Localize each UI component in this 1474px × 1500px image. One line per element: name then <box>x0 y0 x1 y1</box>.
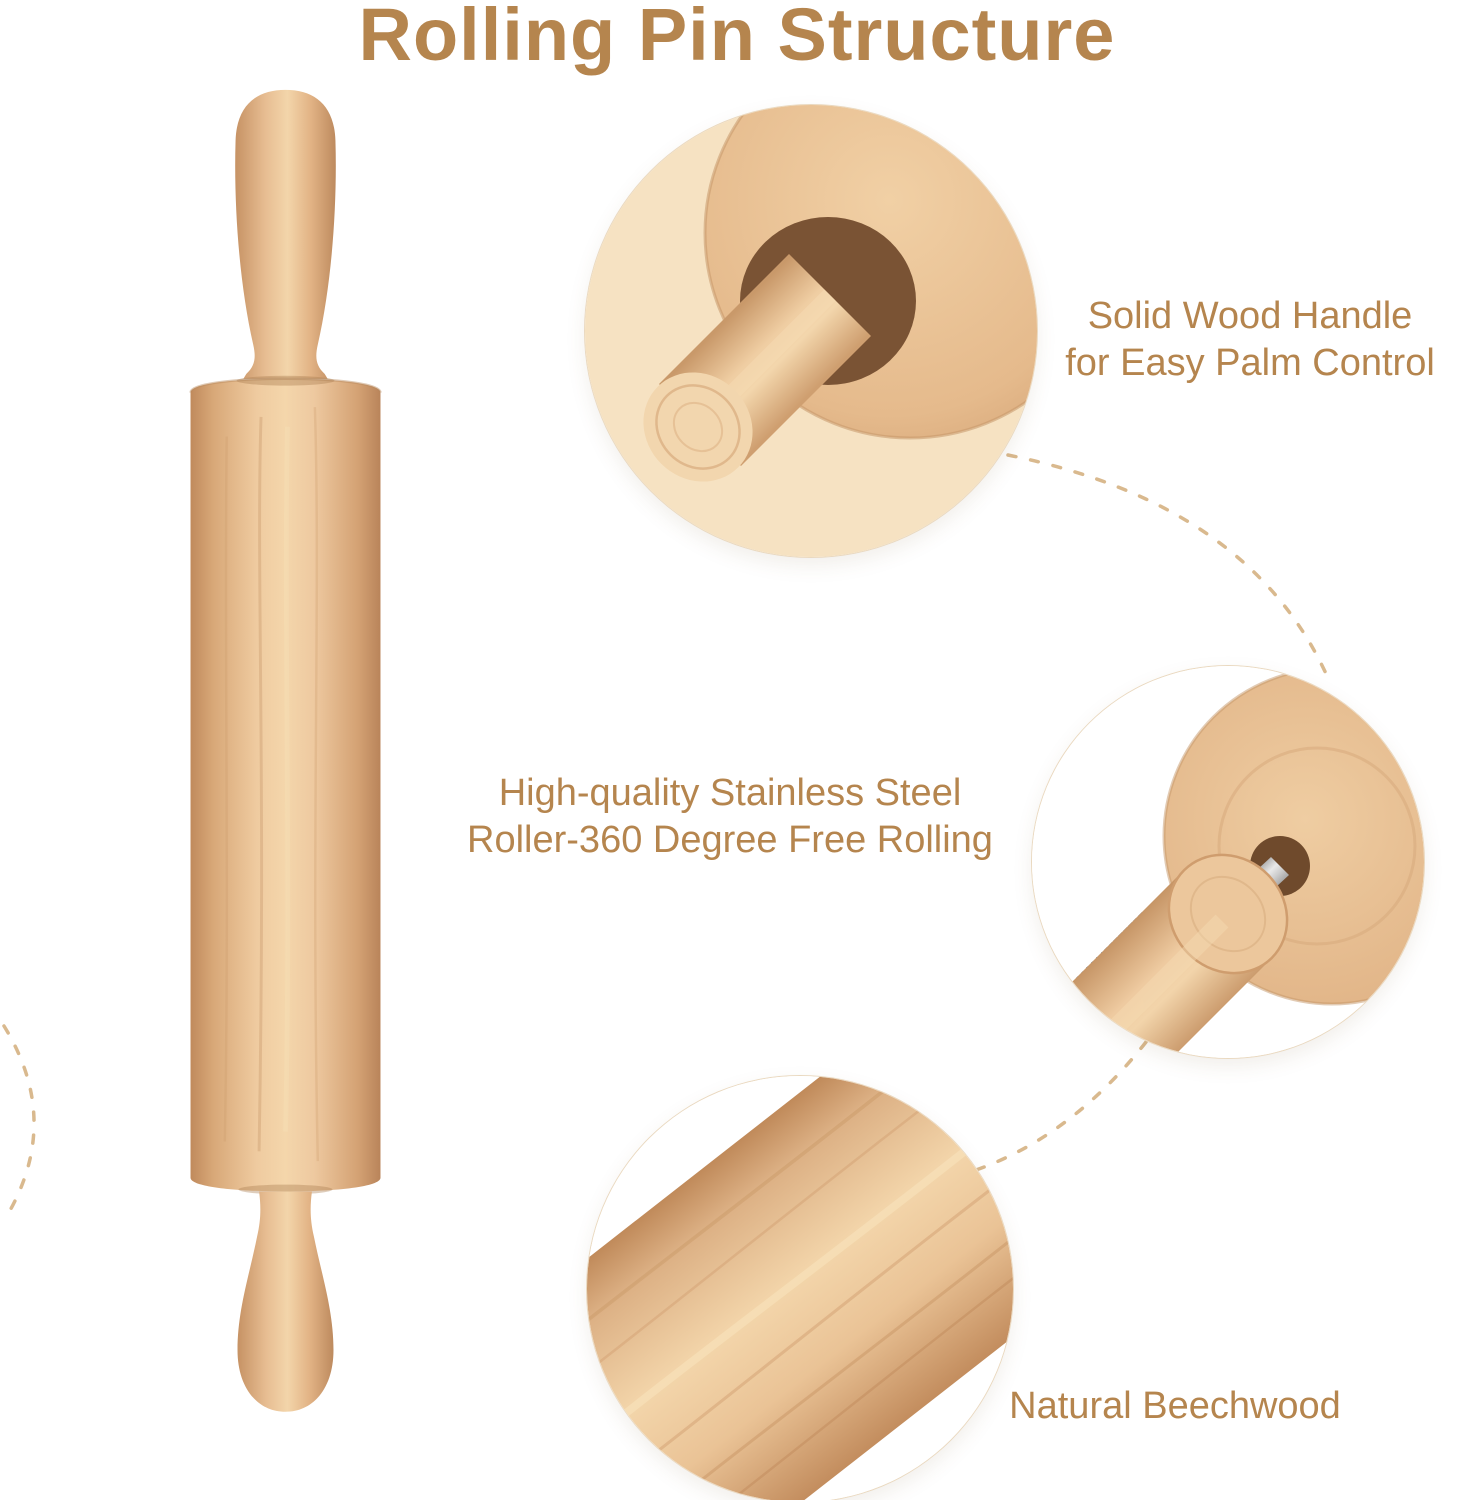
connector-arc-middle <box>974 1040 1148 1172</box>
pin-wood-grain <box>223 407 320 1162</box>
wood-label: Natural Beechwood <box>975 1383 1375 1430</box>
wood-label-line1: Natural Beechwood <box>1009 1385 1341 1427</box>
connector-arc-corner <box>2 1024 36 1216</box>
roller-label-line2: Roller-360 Degree Free Rolling <box>467 819 993 862</box>
callout-wood-detail <box>587 1076 1013 1500</box>
pin-top-handle <box>235 89 336 379</box>
handle-label-line1: Solid Wood Handle <box>1087 295 1413 337</box>
roller-label-line1: High-quality Stainless Steel <box>498 772 962 814</box>
handle-label: Solid Wood Handle for Easy Palm Control <box>1030 293 1470 387</box>
pin-bottom-handle <box>237 1191 334 1412</box>
connector-arc-top <box>1006 453 1333 687</box>
pin-top-joint-shadow <box>236 375 335 386</box>
page-title: Rolling Pin Structure <box>358 0 1116 76</box>
handle-label-line2: for Easy Palm Control <box>1065 342 1435 385</box>
shaft-end-face <box>1167 853 1289 975</box>
callout-roller-detail <box>1032 666 1424 1058</box>
rolling-pin-illustration <box>189 89 382 1412</box>
roller-label: High-quality Stainless Steel Roller-360 … <box>430 770 1030 864</box>
pin-barrel-top-rim <box>189 377 382 393</box>
callout-handle-detail <box>585 105 1037 557</box>
rolling-pin-image <box>168 84 403 1444</box>
